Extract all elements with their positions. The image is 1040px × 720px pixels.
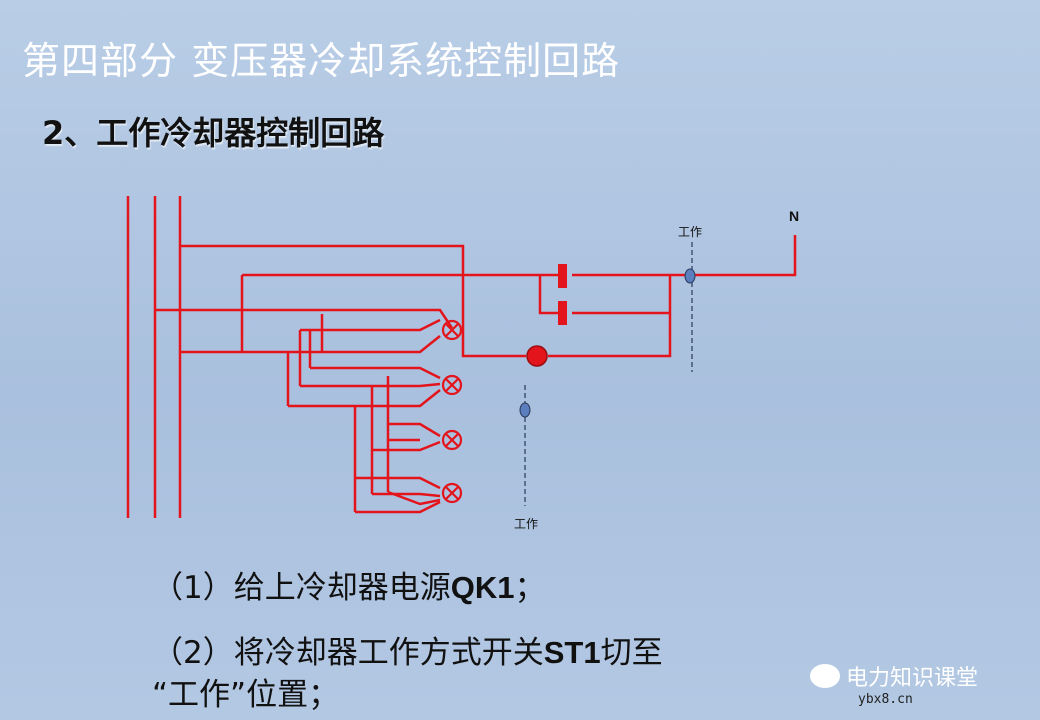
wechat-icon (810, 664, 840, 688)
contact-bar-1 (558, 264, 567, 288)
cooler-lamp-2 (441, 374, 463, 396)
feeder-to-n (692, 235, 797, 277)
step-1-suffix: ； (514, 570, 546, 606)
label-n: N (789, 208, 799, 224)
step-2-prefix: （2）将冷却器工作方式开关 (152, 635, 544, 671)
section-subtitle: 2、工作冷却器控制回路 (42, 114, 385, 152)
switch-contact-bottom (519, 402, 531, 418)
cooler-lamp-4 (441, 482, 463, 504)
page-title: 第四部分 变压器冷却系统控制回路 (22, 39, 621, 83)
switch-contact-top (684, 268, 696, 284)
step-2-code: ST1 (543, 635, 601, 670)
watermark: 电力知识课堂 (810, 660, 978, 692)
contact-bar-2 (558, 301, 567, 325)
step-1-prefix: （1）给上冷却器电源 (152, 570, 451, 606)
cooler-lamp-1 (441, 319, 463, 341)
step-1-text: （1）给上冷却器电源QK1； (152, 562, 545, 607)
step-2-suffix: 切至 (600, 635, 663, 671)
label-work-bottom: 工作 (514, 517, 538, 531)
step-1-code: QK1 (450, 570, 515, 605)
watermark-url: ybx8.cn (858, 692, 913, 707)
cooler-lamp-3 (441, 429, 463, 451)
contact-path-2 (538, 275, 562, 315)
label-work-top: 工作 (678, 225, 702, 239)
branch-4 (355, 476, 441, 490)
step-2-text: （2）将冷却器工作方式开关ST1切至 “工作”位置； (152, 632, 663, 716)
step-2-line-2: “工作”位置； (152, 677, 340, 713)
watermark-name: 电力知识课堂 (846, 666, 979, 691)
feeder-top (180, 244, 562, 277)
relay-coil (526, 345, 548, 367)
